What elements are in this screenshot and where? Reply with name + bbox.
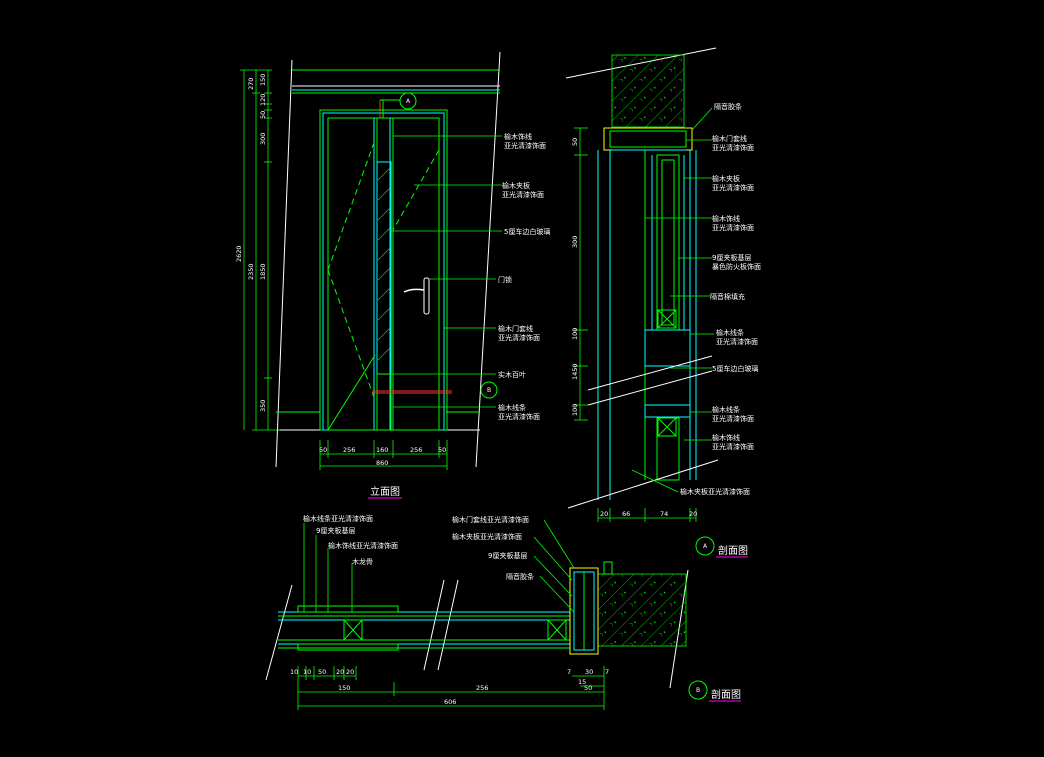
sec-a-dim-100a: 100 xyxy=(571,328,579,340)
elevation-label-0: 榆木饰线亚光清漆饰面 xyxy=(504,132,546,150)
sec-a-b-66: 66 xyxy=(622,510,630,518)
section-a-label-3: 榆木饰线亚光清漆饰面 xyxy=(712,214,754,232)
sec-a-dim-300: 300 xyxy=(571,236,579,248)
door-handle-icon xyxy=(423,277,430,315)
sec-b-dim-50: 50 xyxy=(318,668,326,676)
dim-1850: 1850 xyxy=(259,263,267,280)
section-b-marker xyxy=(688,680,708,700)
sec-b-dim-606: 606 xyxy=(444,698,456,706)
sec-b-dim-256: 256 xyxy=(476,684,488,692)
door-frame xyxy=(319,109,448,431)
section-b-view: 10 10 50 20 20 150 256 606 7 30 7 15 50 … xyxy=(265,519,741,710)
dim-b-860: 860 xyxy=(376,459,388,467)
sec-b-dim-20b: 20 xyxy=(346,668,354,676)
dim-50: 50 xyxy=(259,111,267,119)
sec-b-dim-50: 50 xyxy=(584,684,592,692)
sec-b-dim-20a: 20 xyxy=(336,668,344,676)
section-a-label-8: 榆木线条亚光清漆饰面 xyxy=(712,405,754,423)
section-b-label-2: 榆木饰线亚光清漆饰面 xyxy=(328,541,398,550)
section-a-marker xyxy=(695,536,715,556)
section-b-marker-text: B xyxy=(696,687,700,694)
sec-a-b-20a: 20 xyxy=(600,510,608,518)
section-a-label-5: 隔音棉填充 xyxy=(710,292,745,301)
elevation-label-1: 榆木夹板亚光清漆饰面 xyxy=(502,181,544,199)
dim-b-50b: 50 xyxy=(438,446,446,454)
dim-b-256b: 256 xyxy=(410,446,422,454)
section-marker-b-text: B xyxy=(487,387,491,394)
sec-b-dim-10b: 10 xyxy=(303,668,311,676)
elevation-label-2: 5厘车边白玻璃 xyxy=(504,227,550,236)
elevation-label-6: 榆木线条亚光清漆饰面 xyxy=(498,403,540,421)
section-a-label-10: 榆木夹板亚光清漆饰面 xyxy=(680,487,750,496)
section-a-view: 50 300 100 1450 100 20 66 74 20 xyxy=(565,47,748,558)
section-b-title: 剖面图 xyxy=(711,688,741,701)
break-line-left xyxy=(275,59,293,468)
section-a-title: 剖面图 xyxy=(718,544,748,557)
section-marker-b xyxy=(480,381,498,399)
sec-a-dim-100b: 100 xyxy=(571,404,579,416)
sec-b-dim-30: 30 xyxy=(585,668,593,676)
section-a-marker-text: A xyxy=(703,543,708,550)
section-b-label-5: 榆木夹板亚光清漆饰面 xyxy=(452,532,522,541)
section-a-label-9: 榆木饰线亚光清漆饰面 xyxy=(712,433,754,451)
dim-2350: 2350 xyxy=(247,263,255,280)
dim-150: 150 xyxy=(259,74,267,86)
section-b-label-1: 9厘夹板基层 xyxy=(316,526,355,535)
section-a-label-2: 榆木夹板亚光清漆饰面 xyxy=(712,174,754,192)
section-b-label-4: 榆木门套线亚光清漆饰面 xyxy=(452,515,529,524)
section-a-label-7: 5厘车边白玻璃 xyxy=(712,364,758,373)
dim-b-160: 160 xyxy=(376,446,388,454)
dim-2620: 2620 xyxy=(235,245,243,262)
sec-a-b-74: 74 xyxy=(660,510,668,518)
elevation-label-5: 实木百叶 xyxy=(498,370,526,379)
dim-300: 300 xyxy=(259,133,267,145)
section-a-label-1: 榆木门套线亚光清漆饰面 xyxy=(712,134,754,152)
section-a-label-group: 隔音胶条榆木门套线亚光清漆饰面榆木夹板亚光清漆饰面榆木饰线亚光清漆饰面9厘夹板基… xyxy=(680,102,761,496)
elevation-label-4: 榆木门套线亚光清漆饰面 xyxy=(498,324,540,342)
section-b-label-6: 9厘夹板基层 xyxy=(488,551,527,560)
sec-b-dim-10a: 10 xyxy=(290,668,298,676)
section-b-label-group: 榆木线条亚光清漆饰面9厘夹板基层榆木饰线亚光清漆饰面木龙骨榆木门套线亚光清漆饰面… xyxy=(303,514,534,581)
elevation-title: 立面图 xyxy=(370,485,400,498)
section-b-label-0: 榆木线条亚光清漆饰面 xyxy=(303,514,373,523)
break-line-right xyxy=(475,51,501,468)
section-a-label-4: 9厘夹板基层暴色防火板饰面 xyxy=(712,253,761,271)
sec-a-dim-50: 50 xyxy=(571,138,579,146)
dim-120: 120 xyxy=(259,94,267,106)
section-b-label-7: 隔音胶条 xyxy=(506,572,534,581)
wall-hatch-top xyxy=(611,54,685,128)
dim-b-256a: 256 xyxy=(343,446,355,454)
section-a-label-0: 隔音胶条 xyxy=(714,102,742,111)
sec-a-dim-1450: 1450 xyxy=(571,363,579,380)
section-marker-a xyxy=(399,92,417,110)
wall-hatch-bottom xyxy=(597,573,687,647)
elevation-view: A B 270 150 12 xyxy=(235,51,502,499)
section-a-label-6: 榆木线条亚光清漆饰面 xyxy=(716,328,758,346)
sec-b-dim-15: 15 xyxy=(578,678,586,686)
dim-350: 350 xyxy=(259,400,267,412)
sec-b-dim-7b: 7 xyxy=(605,668,609,676)
sec-b-dim-7a: 7 xyxy=(567,668,571,676)
dim-b-50a: 50 xyxy=(319,446,327,454)
sec-b-dim-150: 150 xyxy=(338,684,350,692)
sec-a-b-20b: 20 xyxy=(689,510,697,518)
section-marker-a-text: A xyxy=(406,98,411,105)
dim-270: 270 xyxy=(247,78,255,90)
section-b-label-3: 木龙骨 xyxy=(352,557,373,566)
elevation-label-3: 门锁 xyxy=(498,275,512,284)
